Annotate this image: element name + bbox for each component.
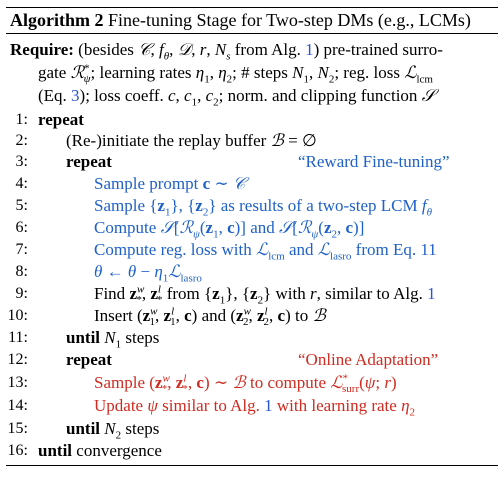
algorithm-label: Algorithm 2 — [10, 10, 104, 30]
line-5-text: Sample {z1}, {z2} as results of a two-st… — [94, 196, 433, 219]
line-1-repeat: repeat — [38, 110, 84, 129]
require-line-1: Require: (besides 𝒞, fθ, 𝒟, r, Ns from A… — [10, 40, 443, 63]
line-number: 12: — [7, 351, 28, 368]
top-rule — [6, 7, 498, 8]
line-3-repeat: repeat — [66, 152, 112, 171]
line-10-text: Insert (zw1, zl1, c) and (zw2, zl2, c) t… — [94, 305, 326, 329]
line-4-text: Sample prompt c ∼ 𝒞 — [94, 174, 246, 194]
line-number: 3: — [15, 153, 28, 170]
line-12-repeat: repeat — [66, 350, 112, 369]
require-line-3: (Eq. 3); loss coeff. c, c1, c2; norm. an… — [38, 86, 435, 109]
comment-reward-finetuning: “Reward Fine-tuning” — [298, 152, 450, 171]
bottom-rule — [6, 465, 498, 466]
require-line-2: gate ℛ*ψ; learning rates η1, η2; # steps… — [38, 62, 433, 86]
line-9-text: Find zw*, zl* from {z1}, {z2} with r, si… — [94, 283, 436, 307]
line-number: 6: — [15, 219, 28, 236]
require-keyword: Require: — [10, 40, 74, 59]
line-number: 5: — [15, 197, 28, 214]
line-14-text: Update ψ similar to Alg. 1 with learning… — [94, 396, 415, 419]
line-number: 1: — [15, 111, 28, 128]
line-number: 2: — [15, 132, 28, 149]
line-number: 10: — [7, 307, 28, 324]
line-number: 14: — [7, 397, 28, 414]
line-6-text: Compute 𝒮[ℛψ(z1, c)] and 𝒮[ℛψ(z2, c)] — [94, 218, 365, 241]
line-number: 4: — [15, 175, 28, 192]
line-number: 15: — [7, 420, 28, 437]
caption-rule — [6, 33, 498, 34]
comment-online-adaptation: “Online Adaptation” — [298, 350, 439, 369]
line-15-text: until N2 steps — [66, 419, 160, 442]
line-11-text: until N1 steps — [66, 328, 160, 351]
line-number: 13: — [7, 374, 28, 391]
line-13-text: Sample (zw*, zl*, c) ∼ ℬ to compute ℒ*su… — [94, 372, 397, 396]
algorithm-caption: Algorithm 2 Fine-tuning Stage for Two-st… — [10, 10, 471, 30]
line-number: 16: — [7, 442, 28, 459]
line-7-text: Compute reg. loss with ℒlcm and ℒlasro f… — [94, 240, 437, 263]
line-number: 8: — [15, 263, 28, 280]
line-2-text: (Re-)initiate the replay buffer ℬ = ∅ — [66, 131, 317, 151]
algorithm-title: Fine-tuning Stage for Two-step DMs (e.g.… — [108, 10, 471, 30]
line-16-text: until convergence — [38, 441, 162, 460]
line-number: 9: — [15, 285, 28, 302]
line-8-text: θ ← θ − η1ℒlasro — [94, 262, 202, 285]
line-number: 7: — [15, 241, 28, 258]
line-number: 11: — [8, 329, 28, 346]
